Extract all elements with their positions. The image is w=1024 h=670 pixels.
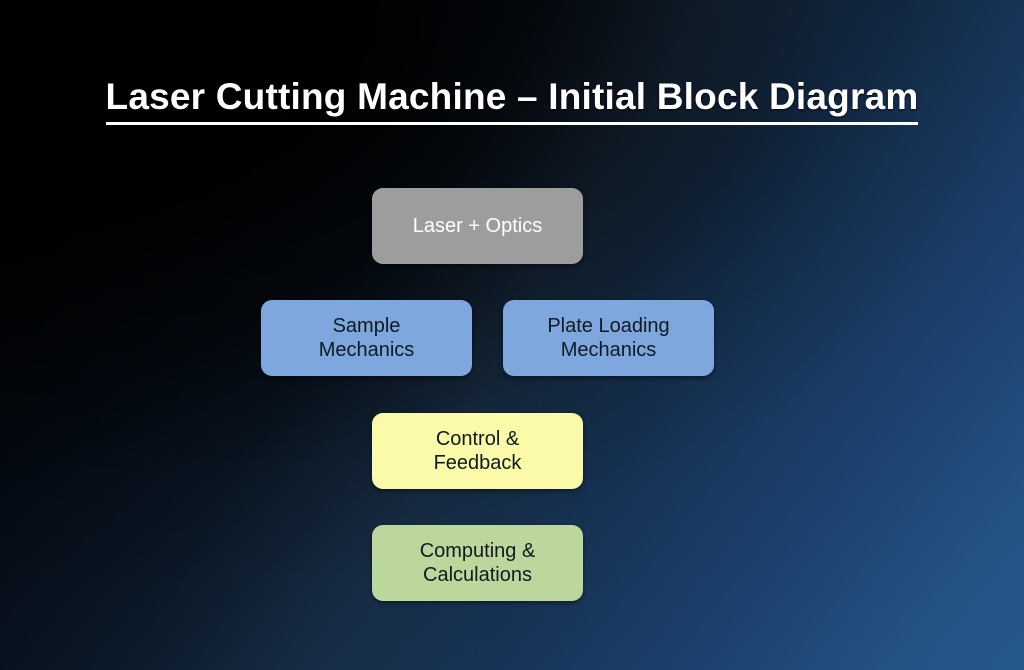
block-control-feedback[interactable]: Control & Feedback <box>372 413 583 489</box>
block-laser-optics[interactable]: Laser + Optics <box>372 188 583 264</box>
block-sample-mechanics[interactable]: Sample Mechanics <box>261 300 472 376</box>
block-computing-calculations-label: Computing & Calculations <box>419 539 536 586</box>
block-sample-mechanics-label: Sample Mechanics <box>318 314 415 361</box>
page-title: Laser Cutting Machine – Initial Block Di… <box>0 76 1024 125</box>
block-computing-calculations[interactable]: Computing & Calculations <box>372 525 583 601</box>
block-plate-loading-mechanics[interactable]: Plate Loading Mechanics <box>503 300 714 376</box>
block-laser-optics-label: Laser + Optics <box>412 214 543 237</box>
block-plate-loading-mechanics-label: Plate Loading Mechanics <box>547 314 670 361</box>
page-title-text: Laser Cutting Machine – Initial Block Di… <box>105 76 919 125</box>
block-control-feedback-label: Control & Feedback <box>433 427 522 474</box>
